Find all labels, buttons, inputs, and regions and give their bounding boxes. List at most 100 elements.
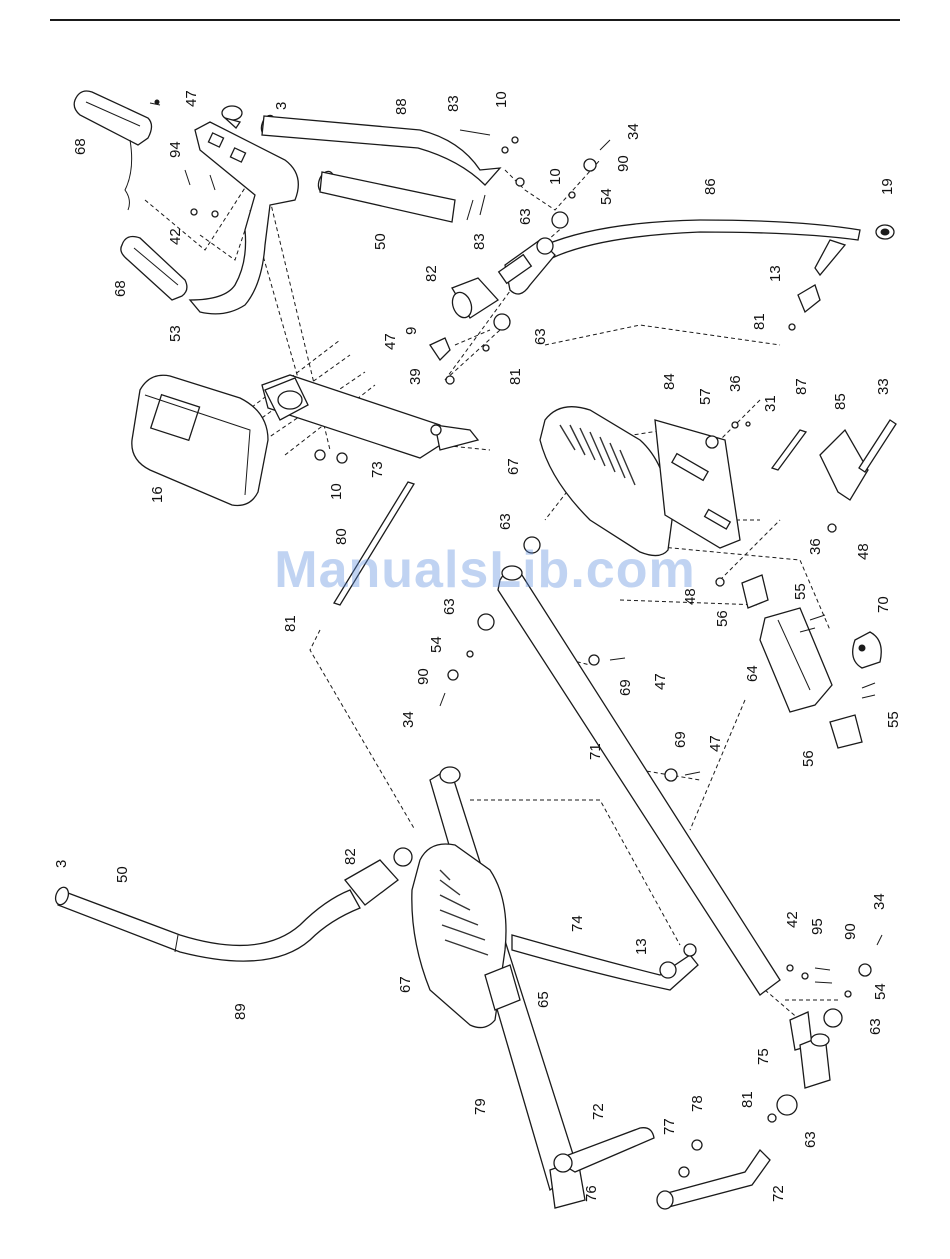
part-label: 72	[770, 1185, 787, 1202]
frame-rail-71	[498, 566, 780, 995]
end-cap-56-upper	[742, 575, 768, 608]
part-label: 90	[615, 155, 632, 172]
part-label: 53	[167, 325, 184, 342]
part-label: 82	[342, 848, 359, 865]
part-label: 87	[793, 378, 810, 395]
part-label: 63	[867, 1018, 884, 1035]
part-label: 74	[569, 915, 586, 932]
part-label: 78	[689, 1095, 706, 1112]
part-label: 67	[397, 976, 414, 993]
part-label: 39	[407, 368, 424, 385]
part-label: 47	[183, 90, 200, 107]
part-label: 34	[625, 123, 642, 140]
part-label: 63	[532, 328, 549, 345]
part-label: 36	[727, 375, 744, 392]
part-label: 54	[428, 636, 445, 653]
part-label: 81	[507, 368, 524, 385]
part-label: 3	[273, 102, 290, 110]
part-label: 90	[415, 668, 432, 685]
bushing-82-top	[449, 278, 498, 320]
part-label: 63	[497, 513, 514, 530]
part-label: 81	[739, 1091, 756, 1108]
end-cap-19	[876, 225, 894, 239]
part-label: 56	[714, 610, 731, 627]
part-label: 16	[149, 486, 166, 503]
part-label: 86	[702, 178, 719, 195]
part-label: 89	[232, 1003, 249, 1020]
part-label: 55	[885, 711, 902, 728]
part-label: 95	[809, 918, 826, 935]
part-label: 34	[400, 711, 417, 728]
lower-handle-89	[53, 885, 360, 961]
part-label: 57	[697, 388, 714, 405]
knob-70	[853, 632, 882, 668]
part-label: 88	[393, 98, 410, 115]
part-label: 76	[583, 1185, 600, 1202]
part-label: 71	[587, 743, 604, 760]
top-rule	[50, 19, 900, 21]
part-label: 63	[802, 1131, 819, 1148]
part-label: 73	[369, 461, 386, 478]
part-label: 85	[832, 393, 849, 410]
console-16	[132, 375, 268, 505]
part-label: 34	[871, 893, 888, 910]
part-label: 33	[875, 378, 892, 395]
part-label: 84	[661, 373, 678, 390]
part-label: 31	[762, 395, 779, 412]
part-label: 65	[535, 991, 552, 1008]
part-label: 94	[167, 141, 184, 158]
part-label: 80	[333, 528, 350, 545]
part-label: 64	[744, 665, 761, 682]
part-label: 10	[547, 168, 564, 185]
part-label: 69	[617, 679, 634, 696]
part-label: 83	[471, 233, 488, 250]
part-label: 79	[472, 1098, 489, 1115]
part-label: 63	[517, 208, 534, 225]
part-label: 47	[652, 673, 669, 690]
upper-handlebar-53	[190, 122, 298, 314]
foam-grip-50-top	[316, 169, 455, 222]
long-tube-86	[545, 220, 860, 275]
part-label: 13	[633, 938, 650, 955]
part-label: 63	[441, 598, 458, 615]
part-label: 67	[505, 458, 522, 475]
pedal-67-upper	[540, 407, 672, 556]
part-label: 70	[875, 596, 892, 613]
pin-87	[772, 430, 806, 470]
part-label: 83	[445, 95, 462, 112]
part-label: 50	[114, 866, 131, 883]
handle-grip-68-lower	[121, 237, 187, 300]
part-label: 10	[493, 91, 510, 108]
part-label: 9	[403, 327, 420, 335]
part-label: 68	[72, 138, 89, 155]
part-label: 10	[328, 483, 345, 500]
part-label: 48	[855, 543, 872, 560]
part-label: 47	[707, 735, 724, 752]
part-label: 13	[767, 265, 784, 282]
part-label: 50	[372, 233, 389, 250]
part-label: 90	[842, 923, 859, 940]
part-label: 81	[751, 313, 768, 330]
console-mast-73	[262, 375, 478, 458]
part-label: 56	[800, 750, 817, 767]
bolt-33	[859, 420, 896, 472]
bracket-75	[790, 1012, 830, 1088]
part-label: 82	[423, 265, 440, 282]
part-label: 36	[807, 538, 824, 555]
part-label: 68	[112, 280, 129, 297]
part-label: 81	[282, 615, 299, 632]
part-label: 75	[755, 1048, 772, 1065]
crossbar-64	[760, 608, 832, 712]
part-label: 55	[792, 583, 809, 600]
part-label: 72	[590, 1103, 607, 1120]
part-label: 54	[872, 983, 889, 1000]
part-label: 42	[167, 228, 184, 245]
part-label: 3	[53, 860, 70, 868]
crank-arm-72-right	[657, 1150, 770, 1209]
part-label: 42	[784, 911, 801, 928]
part-label: 19	[879, 178, 896, 195]
part-label: 77	[661, 1118, 678, 1135]
part-label: 54	[598, 188, 615, 205]
